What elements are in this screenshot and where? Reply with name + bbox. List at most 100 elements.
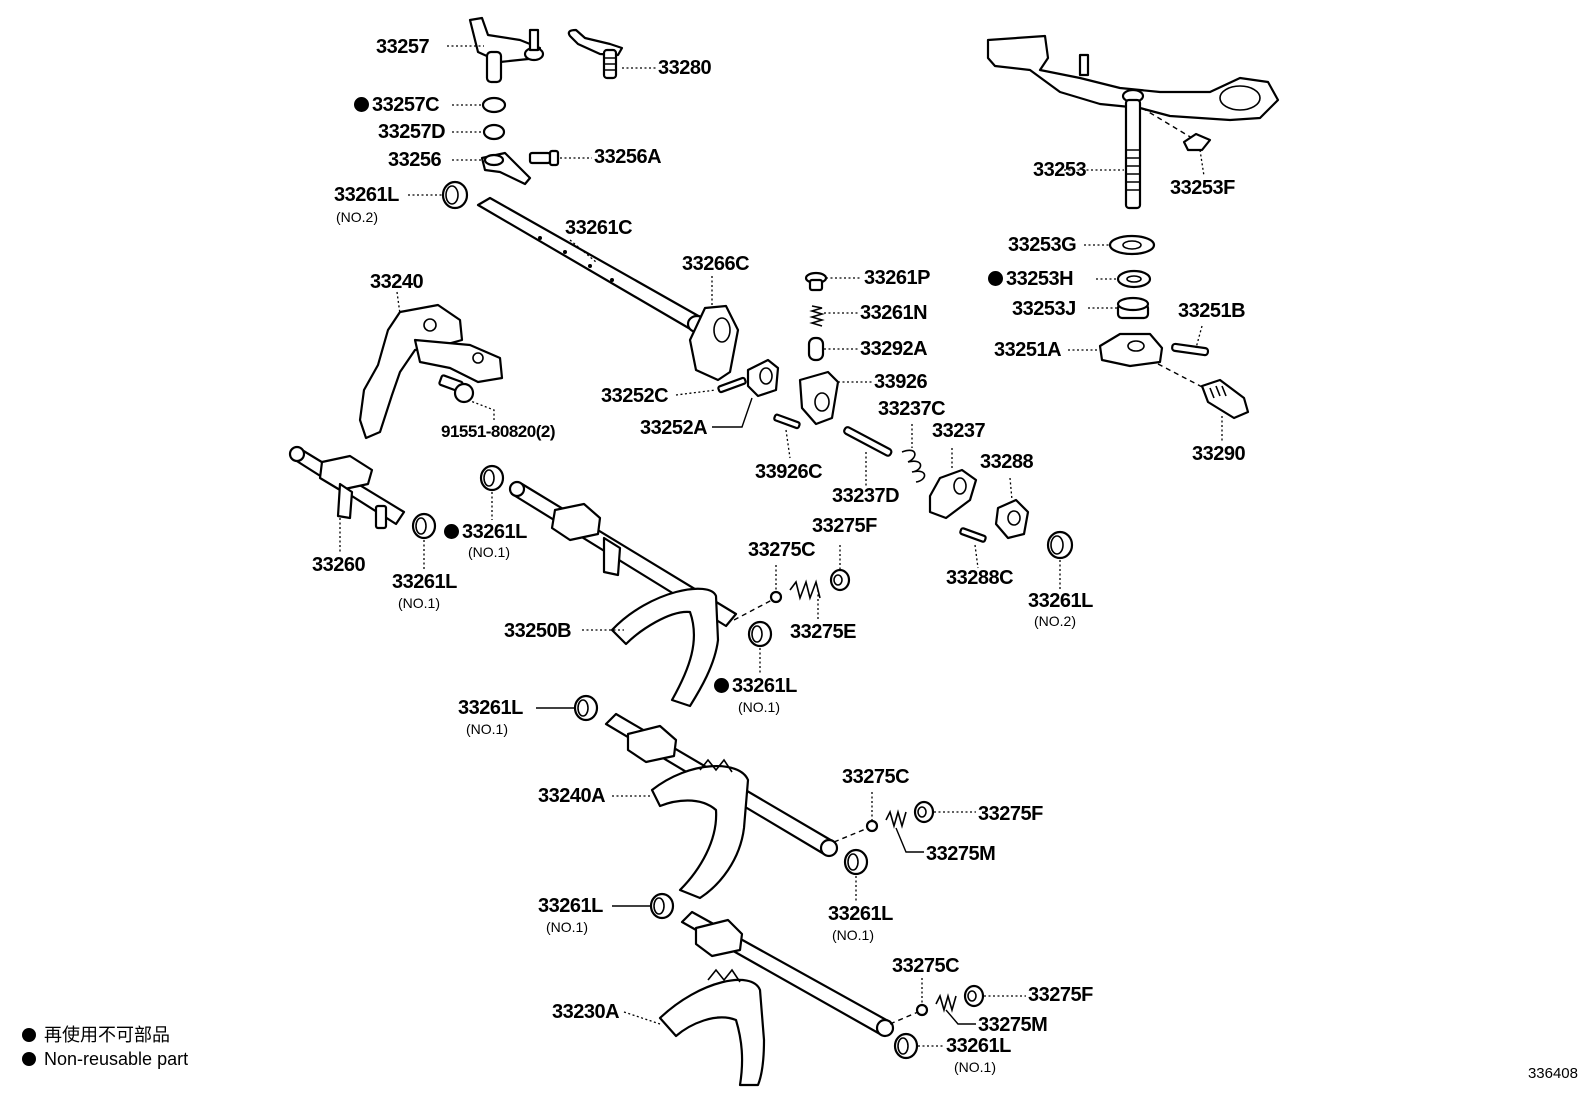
sublabel-no2-a: (NO.2) <box>336 209 378 225</box>
sublabel-no1-d: (NO.1) <box>468 544 510 560</box>
label-33926c: 33926C <box>755 461 823 483</box>
label-33253h: 33253H <box>988 269 1074 289</box>
seal-33253h <box>1116 269 1152 289</box>
inner-lever-33266c <box>688 304 740 382</box>
bolt-33256a <box>528 149 560 167</box>
label-33275m-b: 33275M <box>978 1014 1048 1036</box>
non-reusable-dot <box>354 97 369 112</box>
label-33237c: 33237C <box>878 398 946 420</box>
bush-33253j <box>1116 296 1150 320</box>
label-33275c-b: 33275C <box>842 766 910 788</box>
shift-shaft-33260 <box>288 445 406 530</box>
washer-33257d <box>482 123 506 141</box>
ball-33275c-b <box>865 819 879 833</box>
label-33252c: 33252C <box>601 385 669 407</box>
non-reusable-dot <box>714 678 729 693</box>
label-33251a: 33251A <box>994 339 1062 361</box>
label-33237d: 33237D <box>832 485 900 507</box>
leader-lines <box>339 45 1223 1047</box>
plug-33275f-b <box>913 800 935 824</box>
label-33261l-h: 33261L <box>538 895 603 917</box>
label-33240a: 33240A <box>538 785 606 807</box>
label-33261l-i: 33261L <box>946 1035 1011 1057</box>
label-33240: 33240 <box>370 271 424 293</box>
label-33275m-a: 33275M <box>926 843 996 865</box>
pin-33926c <box>773 413 801 430</box>
lever-33288 <box>994 498 1030 540</box>
label-33261n: 33261N <box>860 302 928 324</box>
lever-33280 <box>567 28 624 80</box>
plug-33275f-c <box>963 984 985 1008</box>
spring-33237c <box>901 449 926 483</box>
lever-33237 <box>928 468 978 520</box>
spring-33261n <box>809 305 825 327</box>
lever-33926 <box>798 370 840 426</box>
sublabel-no1-e: (NO.1) <box>738 699 780 715</box>
switch-33290 <box>1200 378 1250 420</box>
sublabel-no1-f: (NO.1) <box>466 721 508 737</box>
sublabel-no1-g: (NO.1) <box>832 927 874 943</box>
label-33253: 33253 <box>1033 159 1087 181</box>
label-33251b: 33251B <box>1178 300 1246 322</box>
spring-33275m-b <box>935 993 957 1013</box>
lever-33256 <box>480 151 532 186</box>
legend-dot <box>22 1028 36 1042</box>
ball-33275c-c <box>915 1003 929 1017</box>
bush-33261l <box>441 180 469 210</box>
label-33275f-c: 33275F <box>1028 984 1093 1006</box>
spring-33275e <box>789 579 821 601</box>
legend-en: Non-reusable part <box>22 1050 188 1068</box>
ball-33275c-a <box>769 590 783 604</box>
label-33261c: 33261C <box>565 217 633 239</box>
label-91551: 91551-80820(2) <box>441 422 555 441</box>
label-33253j: 33253J <box>1012 298 1076 320</box>
plug-33275f-a <box>829 568 851 592</box>
select-lever-33253 <box>986 34 1280 210</box>
rod-33237d <box>843 426 893 457</box>
label-33260: 33260 <box>312 554 366 576</box>
pin-33252c <box>717 376 747 394</box>
label-33280: 33280 <box>658 57 712 79</box>
lever-33251a <box>1098 332 1164 368</box>
label-33290: 33290 <box>1192 443 1246 465</box>
shift-lever-33257 <box>468 16 545 84</box>
fork-shaft-33240a <box>604 712 839 900</box>
non-reusable-dot <box>988 271 1003 286</box>
label-33256a: 33256A <box>594 146 662 168</box>
pin-33288c <box>959 527 987 543</box>
label-33261l-g: 33261L <box>828 903 893 925</box>
pin-33251b <box>1171 342 1210 357</box>
label-33275f-b: 33275F <box>978 803 1043 825</box>
label-33288: 33288 <box>980 451 1034 473</box>
label-33261l-f: 33261L <box>458 697 523 719</box>
label-33266c: 33266C <box>682 253 750 275</box>
label-33253f: 33253F <box>1170 177 1235 199</box>
washer-33253g <box>1108 234 1156 256</box>
label-33257d: 33257D <box>378 121 446 143</box>
label-33257: 33257 <box>376 36 430 58</box>
fork-shaft-33230a <box>658 910 895 1087</box>
label-33252a: 33252A <box>640 417 708 439</box>
plate-33253f <box>1182 132 1212 152</box>
label-33261l-d: 33261L <box>444 522 527 542</box>
bolt-91551 <box>438 374 475 404</box>
label-33261l-a: 33261L <box>334 184 399 206</box>
label-33275c-c: 33275C <box>892 955 960 977</box>
label-33275c-a: 33275C <box>748 539 816 561</box>
label-33292a: 33292A <box>860 338 928 360</box>
sublabel-no1-c: (NO.1) <box>398 595 440 611</box>
sublabel-no1-i: (NO.1) <box>954 1059 996 1075</box>
pin-33292a <box>807 336 825 362</box>
spring-33275m-a <box>885 809 907 829</box>
washer-33257c <box>481 96 507 114</box>
label-33256: 33256 <box>388 149 442 171</box>
plug-33261p <box>804 271 828 292</box>
fork-shaft-33250b <box>508 480 738 708</box>
label-33261p: 33261P <box>864 267 930 289</box>
label-33288c: 33288C <box>946 567 1014 589</box>
non-reusable-dot <box>444 524 459 539</box>
label-33250b: 33250B <box>504 620 572 642</box>
label-33261l-e: 33261L <box>714 676 797 696</box>
catalog-number: 336408 <box>1527 1065 1578 1082</box>
